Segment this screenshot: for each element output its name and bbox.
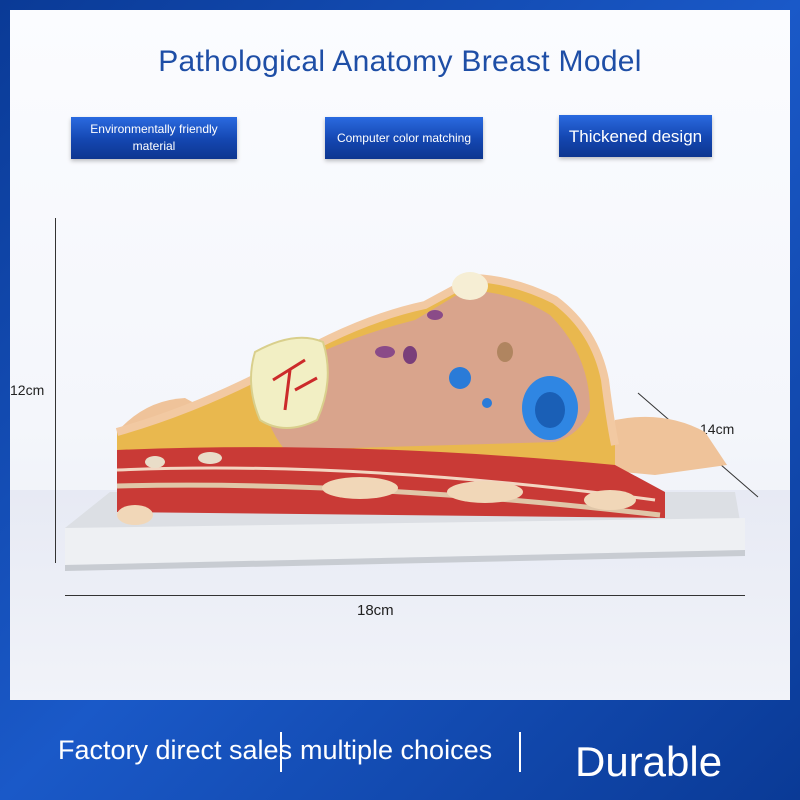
width-dimension-label: 18cm [357,602,394,619]
feature-badge-thickened: Thickened design [559,115,712,157]
feature-badge-material: Environmentally friendly material [71,117,237,159]
height-dimension-line [55,218,56,563]
footer-separator [280,732,282,772]
footer-item-factory: Factory direct sales [58,735,293,765]
width-dimension-line [65,595,745,596]
footer-item-durable: Durable [575,738,723,785]
height-dimension-label: 12cm [10,382,45,398]
footer-separator [519,732,521,772]
page-title: Pathological Anatomy Breast Model [158,45,642,78]
feature-badge-color: Computer color matching [325,117,483,159]
footer-item-choices: multiple choices [300,735,493,765]
breast-model-image [65,272,745,571]
depth-dimension-label: 14cm [700,421,735,437]
